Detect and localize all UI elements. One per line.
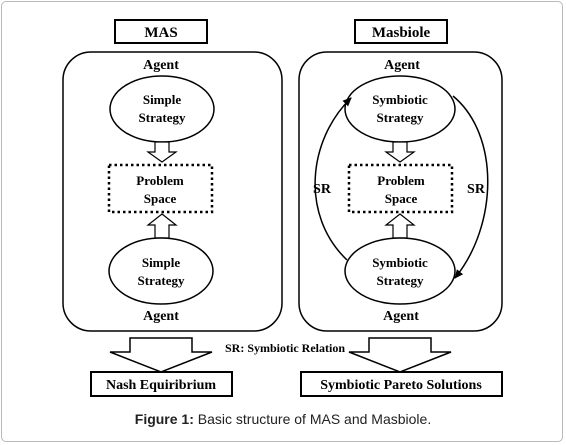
mas-strategy-top-line2: Strategy [139,110,186,125]
masbiole-title: Masbiole [372,25,431,41]
figure-caption: Figure 1: Basic structure of MAS and Mas… [0,411,566,427]
mas-title-box [114,19,208,44]
mas-title: MAS [144,25,177,41]
mas-result-arrow [109,337,213,373]
sr-right-label: SR [467,182,486,197]
sr-right-arrow [452,95,489,279]
mas-strategy-top [109,75,215,143]
masbiole-problem-line2: Space [385,191,418,206]
masbiole-result-text: Symbiotic Pareto Solutions [320,378,482,393]
masbiole-title-box [354,19,448,44]
masbiole-strategy-bottom-line1: Symbiotic [372,255,428,270]
figure-caption-label: Figure 1: [134,411,194,427]
mas-agent-box [62,51,283,332]
mas-result-box [90,371,233,397]
masbiole-result-box [300,371,503,397]
sr-left-arrow [314,97,352,261]
mas-problem-line1: Problem [136,173,184,188]
masbiole-strategy-top-line2: Strategy [377,110,424,125]
mas-up-arrow [146,213,178,239]
mas-down-arrow [146,141,178,163]
mas-strategy-bottom-line1: Simple [142,255,181,270]
masbiole-agent-box [298,51,503,332]
figure-caption-text: Basic structure of MAS and Masbiole. [197,411,432,427]
masbiole-result-arrow [348,337,452,373]
mas-result-text: Nash Equiribrium [106,378,216,393]
sr-left-label: SR [313,182,332,197]
sr-legend: SR: Symbiotic Relation [225,341,345,355]
mas-strategy-bottom-line2: Strategy [138,273,185,288]
mas-agent-top-label: Agent [143,58,179,73]
masbiole-strategy-bottom-line2: Strategy [377,273,424,288]
mas-agent-bottom-label: Agent [143,309,179,324]
mas-strategy-bottom [108,237,214,305]
masbiole-strategy-bottom [344,237,456,305]
mas-strategy-top-line1: Simple [143,92,182,107]
masbiole-agent-bottom-label: Agent [383,309,419,324]
masbiole-up-arrow [384,213,416,239]
masbiole-agent-top-label: Agent [384,58,420,73]
masbiole-strategy-top [344,75,456,143]
masbiole-problem-line1: Problem [377,173,425,188]
mas-problem-line2: Space [144,191,177,206]
masbiole-strategy-top-line1: Symbiotic [372,92,428,107]
mas-problem-space [107,163,214,214]
masbiole-problem-space [347,163,454,214]
masbiole-down-arrow [384,141,416,163]
